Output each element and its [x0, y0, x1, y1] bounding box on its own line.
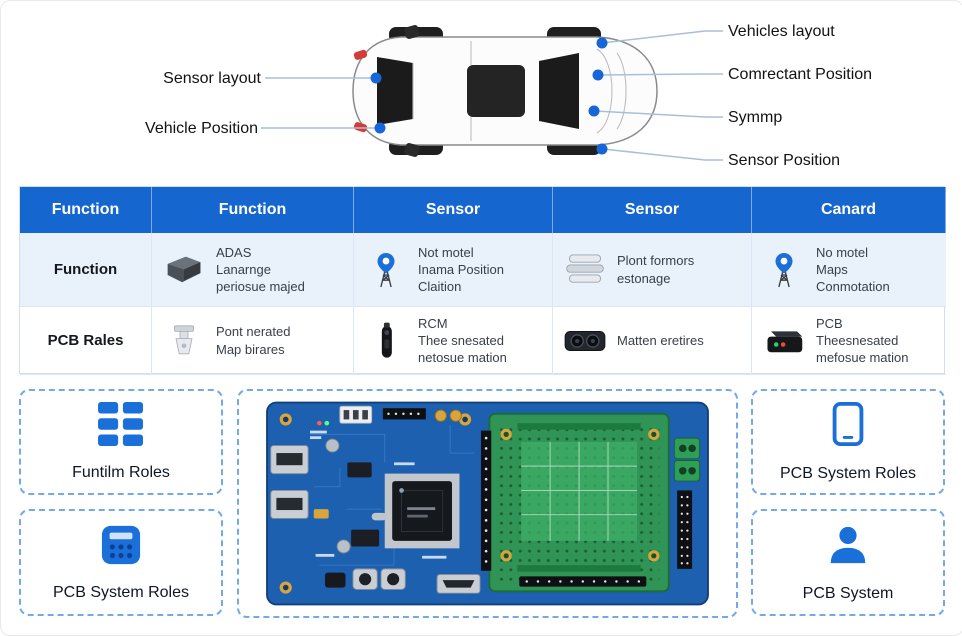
person-icon — [826, 523, 870, 572]
callout-lines — [261, 30, 723, 161]
panel-label: Funtilm Roles — [72, 464, 170, 481]
cell-text: Matten eretires — [617, 332, 704, 348]
stereo-camera-icon — [563, 328, 607, 354]
col-header-sensor-1: Sensor — [354, 187, 553, 233]
location-pin-tower-icon — [364, 251, 408, 289]
cell-text: RCM Thee snesated netosue mation — [418, 315, 507, 366]
car-mirrors — [404, 25, 420, 157]
panel-pcb-system-roles-left: PCB System Roles — [19, 509, 223, 616]
adas-module-icon — [162, 253, 206, 286]
keypad-icon — [100, 524, 142, 571]
car-panel-lines — [412, 41, 627, 141]
car-diagram-section: Sensor layout Vehicle Position Vehicles … — [1, 1, 962, 183]
panel-label: PCB System Roles — [779, 465, 917, 482]
stacked-layers-icon — [563, 254, 607, 285]
row-label-function: Function — [20, 233, 152, 307]
spec-table: Function Function Sensor Sensor Canard F… — [19, 186, 946, 375]
table-cell-camera: Matten eretires — [553, 307, 752, 375]
col-header-canard: Canard — [752, 187, 946, 233]
table-cell-pcb-box: PCB Theesnesated mefosue mation — [752, 307, 946, 375]
usb-ports — [270, 445, 309, 519]
car-rear-window — [539, 53, 579, 129]
label-comrectant-position: Comrectant Position — [728, 66, 873, 83]
hdmi-port — [436, 574, 481, 594]
panel-pcb-system-roles-right: PCB System Roles — [751, 389, 945, 495]
label-sensor-layout: Sensor layout — [163, 70, 261, 87]
pcb-circuit-board-illustration — [266, 401, 709, 606]
main-chip — [384, 473, 460, 549]
table-cell-mount: Pont nerated Map birares — [152, 307, 354, 375]
header-pins-right — [680, 495, 689, 565]
small-components — [313, 420, 387, 554]
panel-funtilm-roles: Funtilm Roles — [19, 389, 223, 495]
table-cell-rcm: RCM Thee snesated netosue mation — [354, 307, 553, 375]
top-connectors — [339, 405, 462, 424]
col-header-function-2: Function — [152, 187, 354, 233]
panel-label: PCB System — [802, 584, 894, 602]
table-grid-icon — [98, 402, 144, 451]
label-symmp: Symmp — [728, 109, 783, 126]
table-cell-position: Not motel Inama Position Claition — [354, 233, 553, 307]
panel-pcb-board — [237, 389, 738, 618]
terminal-blocks — [673, 437, 701, 482]
cell-text: Plont formors estonage — [617, 253, 695, 286]
header-pins-left — [484, 436, 488, 563]
header-pins-bottom — [525, 580, 641, 583]
sensor-position-dots — [370, 37, 608, 155]
col-header-sensor-2: Sensor — [553, 187, 752, 233]
cell-text: PCB Theesnesated mefosue mation — [816, 315, 909, 366]
panel-pcb-system: PCB System — [751, 509, 945, 616]
car-top-view-illustration — [261, 25, 723, 161]
table-cell-storage: Plont formors estonage — [553, 233, 752, 307]
panel-label: PCB System Roles — [52, 583, 190, 601]
pcb-grid-lines — [521, 441, 637, 541]
location-pin-tower-icon — [762, 251, 806, 289]
cell-text: ADAS Lanarnge periosue majed — [216, 244, 305, 295]
pcb-traces — [310, 425, 475, 566]
audio-jacks — [324, 568, 406, 590]
car-sunroof — [467, 65, 525, 117]
green-board-holes — [500, 428, 660, 562]
row-label-pcb-rales: PCB Rales — [20, 307, 152, 375]
cell-text: Pont nerated Map birares — [216, 324, 291, 357]
cell-text: No motel Maps Conmotation — [816, 244, 890, 295]
label-sensor-position: Sensor Position — [728, 152, 841, 169]
table-cell-maps: No motel Maps Conmotation — [752, 233, 946, 307]
mount-bracket-icon — [162, 324, 206, 357]
remote-sensor-icon — [364, 322, 408, 360]
label-vehicles-layout: Vehicles layout — [728, 23, 835, 40]
car-windshield — [377, 57, 413, 125]
smartphone-icon — [831, 401, 865, 452]
car-tail-lights — [353, 49, 368, 133]
table-cell-adas: ADAS Lanarnge periosue majed — [152, 233, 354, 307]
cell-text: Not motel Inama Position Claition — [418, 244, 504, 295]
control-box-icon — [762, 326, 806, 356]
label-vehicle-position: Vehicle Position — [145, 120, 258, 137]
silkscreen-marks — [310, 430, 447, 559]
col-header-function-1: Function — [20, 187, 152, 233]
